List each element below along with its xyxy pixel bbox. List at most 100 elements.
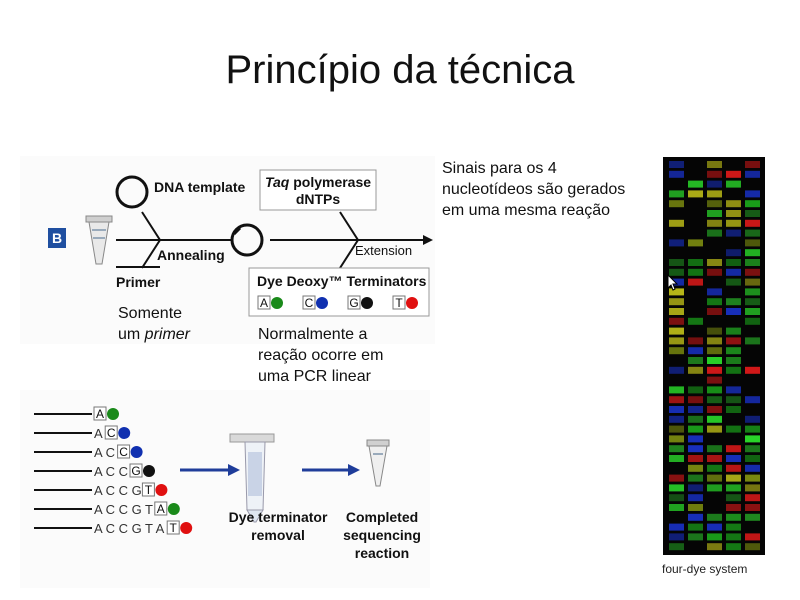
gel-band — [726, 337, 741, 345]
gel-band — [745, 317, 760, 325]
fragment-terminal-base: A — [96, 407, 104, 421]
fragment-dye-dot — [143, 465, 155, 477]
gel-band — [688, 415, 703, 423]
gel-band — [669, 337, 684, 345]
gel-band — [745, 445, 760, 453]
gel-band — [726, 504, 741, 511]
gel-band — [688, 278, 703, 286]
note-one-primer-b: um — [118, 326, 145, 343]
note-one-primer-c: primer — [144, 326, 191, 343]
gel-band — [688, 180, 703, 188]
gel-band — [688, 494, 703, 502]
gel-band — [688, 406, 703, 413]
gel-band — [745, 259, 760, 266]
gel-band — [745, 366, 760, 374]
gel-band — [688, 268, 703, 276]
taq-italic: Taq — [265, 174, 290, 190]
gel-band — [726, 386, 741, 394]
gel-band — [707, 170, 722, 178]
gel-band — [707, 474, 722, 482]
gel-band — [745, 474, 760, 482]
gel-band — [726, 425, 741, 433]
gel-band — [707, 337, 722, 345]
gel-band — [745, 308, 760, 315]
gel-band — [707, 523, 722, 531]
dna-template-label: DNA template — [154, 179, 245, 195]
gel-band — [726, 464, 741, 472]
gel-band — [688, 513, 703, 521]
gel-band — [669, 474, 684, 482]
gel-band — [745, 268, 760, 276]
gel-band — [726, 513, 741, 521]
fragment-dye-dot — [118, 427, 131, 439]
removal-label-1: Dye terminator — [229, 509, 328, 525]
gel-band — [669, 504, 684, 511]
gel-band — [745, 533, 760, 541]
gel-band — [745, 415, 760, 423]
gel-band — [726, 259, 741, 266]
gel-band — [707, 308, 722, 315]
terminator-base-box — [347, 295, 361, 310]
gel-band — [707, 288, 722, 296]
gel-band — [688, 259, 703, 266]
gel-band — [669, 239, 684, 247]
terminator-base-box — [302, 295, 316, 310]
gel-band — [726, 523, 741, 531]
gel-band — [669, 435, 684, 443]
gel-band — [688, 366, 703, 374]
terminator-base-box — [257, 295, 271, 310]
fragment-sequence: A C C — [94, 464, 128, 479]
fragment-terminal-box — [141, 482, 155, 497]
gel-band — [688, 474, 703, 482]
terminator-base-label: A — [260, 296, 268, 310]
primer-tick — [232, 226, 242, 236]
extension-label: Extension — [355, 243, 412, 258]
gel-band — [726, 210, 741, 217]
gel-band — [707, 180, 722, 188]
gel-band — [669, 200, 684, 208]
note-four-signals: Sinais para os 4 nucleotídeos são gerado… — [442, 158, 662, 221]
gel-band — [726, 327, 741, 335]
note-linear-pcr-text: Normalmente a reação ocorre em uma PCR l… — [258, 326, 384, 385]
fragment-sequence: A C — [94, 445, 115, 460]
gel-band — [726, 494, 741, 502]
gel-band — [745, 170, 760, 178]
gel-band — [745, 239, 760, 247]
gel-band — [745, 396, 760, 404]
gel-band — [707, 357, 722, 364]
slide-title: Princípio da técnica — [225, 48, 575, 92]
fragment-dye-dot — [167, 503, 180, 515]
fragment-terminal-base: G — [131, 464, 140, 478]
taq-box — [259, 169, 377, 211]
gel-band — [688, 386, 703, 394]
note-one-primer-a: Somente — [118, 305, 183, 322]
gel-band — [707, 366, 722, 374]
annealing-label: Annealing — [157, 247, 225, 263]
gel-band — [688, 504, 703, 511]
gel-band — [745, 455, 760, 462]
gel-band — [669, 327, 684, 335]
terminator-base-label: C — [305, 296, 314, 310]
gel-band — [669, 366, 684, 374]
scheme-bottom-svg: AA CA C CA C C GA C C G TA C C G T AA C … — [34, 406, 421, 561]
gel-band — [669, 259, 684, 266]
gel-band — [669, 484, 684, 492]
terminator-T: T — [392, 295, 418, 310]
gel-band — [726, 170, 741, 178]
gel-band — [707, 425, 722, 433]
gel-band — [707, 327, 722, 335]
fragment-dye-dot — [180, 522, 193, 534]
panel-letter: B — [52, 230, 62, 246]
gel-band — [745, 200, 760, 208]
gel-band — [688, 357, 703, 364]
removal-label-2: removal — [251, 527, 305, 543]
gel-band — [707, 259, 722, 266]
terminator-base-box — [392, 295, 406, 310]
gel-band — [688, 533, 703, 541]
terminator-dye-dot — [406, 297, 418, 309]
gel-band — [688, 455, 703, 462]
fragment-sequence: A C C G — [94, 483, 142, 498]
gel-band — [707, 210, 722, 217]
gel-band — [707, 200, 722, 208]
gel-band — [726, 268, 741, 276]
